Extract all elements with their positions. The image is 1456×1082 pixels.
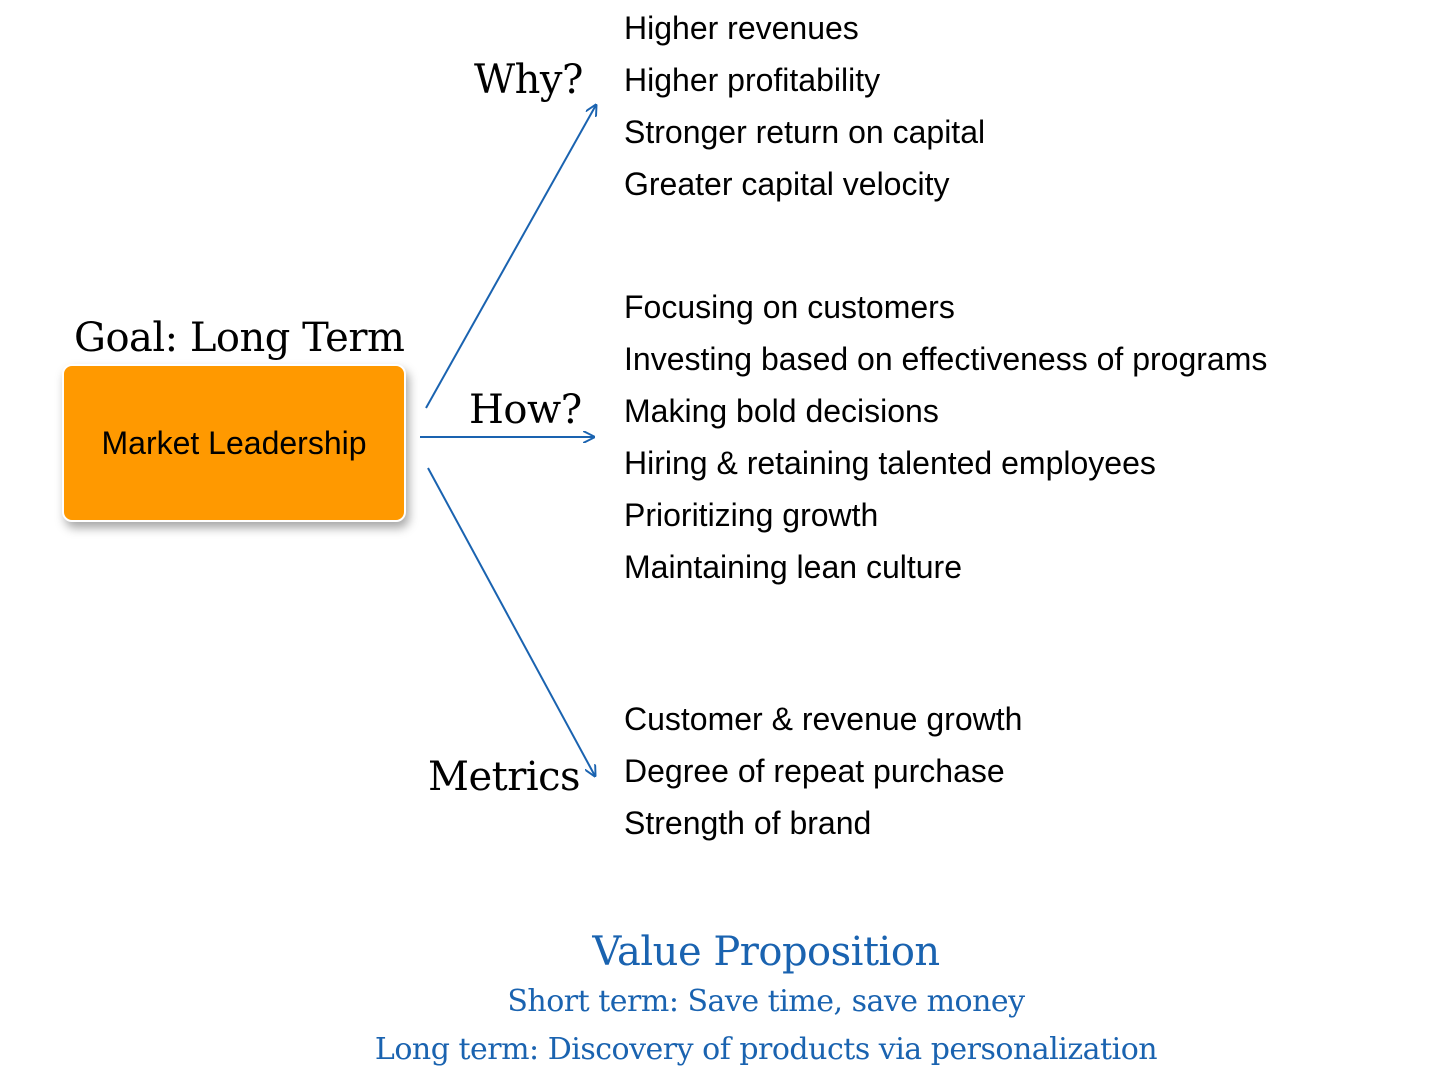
value-proposition-title: Value Proposition: [592, 929, 940, 975]
how-list: Focusing on customers Investing based on…: [624, 291, 1267, 603]
list-item: Making bold decisions: [624, 393, 939, 429]
arrow-why: [425, 105, 596, 409]
list-item: Greater capital velocity: [624, 166, 950, 202]
branch-label-why: Why?: [474, 57, 583, 103]
metrics-list: Customer & revenue growth Degree of repe…: [624, 703, 1022, 859]
list-item: Degree of repeat purchase: [624, 753, 1005, 789]
arrow-metrics: [427, 467, 595, 776]
list-item: Hiring & retaining talented employees: [624, 445, 1156, 481]
list-item: Higher revenues: [624, 10, 859, 46]
list-item: Higher profitability: [624, 62, 881, 98]
goal-box-label: Market Leadership: [101, 424, 367, 461]
value-proposition-short-term: Short term: Save time, save money: [507, 984, 1025, 1019]
list-item: Maintaining lean culture: [624, 549, 962, 585]
list-item: Focusing on customers: [624, 289, 955, 325]
list-item: Strength of brand: [624, 805, 872, 841]
list-item: Stronger return on capital: [624, 114, 986, 150]
list-item: Customer & revenue growth: [624, 701, 1023, 737]
value-proposition-long-term: Long term: Discovery of products via per…: [374, 1032, 1158, 1067]
goal-box: Market Leadership: [62, 364, 406, 522]
branch-label-metrics: Metrics: [428, 754, 581, 800]
goal-title: Goal: Long Term: [74, 315, 405, 361]
list-item: Prioritizing growth: [624, 497, 879, 533]
why-list: Higher revenues Higher profitability Str…: [624, 12, 985, 220]
list-item: Investing based on effectiveness of prog…: [624, 341, 1268, 377]
branch-label-how: How?: [469, 387, 582, 433]
